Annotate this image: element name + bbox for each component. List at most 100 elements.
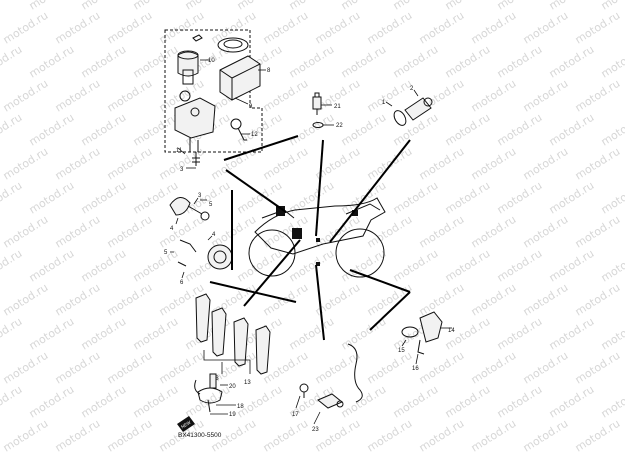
watermark-text: motod.ru: [417, 145, 467, 183]
spark-plug-assembly[interactable]: [194, 373, 236, 415]
watermark-text: motod.ru: [339, 43, 389, 81]
watermark-text: motod.ru: [417, 213, 467, 251]
watermark-text: motod.ru: [79, 111, 129, 149]
callout-3: 3: [180, 167, 184, 173]
watermark-text: motod.ru: [261, 9, 311, 47]
watermark-text: motod.ru: [495, 111, 545, 149]
watermark-text: motod.ru: [287, 43, 337, 81]
watermark-text: motod.ru: [1, 417, 51, 455]
oil-pressure-switch[interactable]: [385, 89, 433, 127]
watermark-text: motod.ru: [27, 383, 77, 421]
watermark-text: motod.ru: [1, 145, 51, 183]
watermark-text: motod.ru: [235, 383, 285, 421]
watermark-text: motod.ru: [79, 179, 129, 217]
watermark-text: motod.ru: [1, 281, 51, 319]
watermark-text: motod.ru: [79, 0, 129, 13]
callout-13b: 13: [244, 380, 251, 386]
watermark-text: motod.ru: [287, 179, 337, 217]
watermark-text: motod.ru: [53, 417, 103, 455]
watermark-text: motod.ru: [365, 349, 415, 387]
horn-upper[interactable]: [169, 197, 210, 225]
callout-10: 10: [208, 58, 215, 64]
speed-sensor-assembly[interactable]: [295, 343, 363, 425]
watermark-text: motod.ru: [27, 43, 77, 81]
watermark-text: motod.ru: [79, 383, 129, 421]
watermark-text: motod.ru: [547, 0, 597, 13]
watermark-text: motod.ru: [547, 111, 597, 149]
new-part-badge: NEW: [177, 416, 195, 432]
watermark-text: motod.ru: [105, 145, 155, 183]
watermark-text: motod.ru: [599, 43, 625, 81]
watermark-text: motod.ru: [105, 281, 155, 319]
watermark-text: motod.ru: [27, 247, 77, 285]
callout-16: 16: [412, 366, 419, 372]
watermark-text: motod.ru: [1, 349, 51, 387]
watermark-text: motod.ru: [157, 213, 207, 251]
watermark-text: motod.ru: [105, 213, 155, 251]
watermark-text: motod.ru: [79, 43, 129, 81]
temperature-sensor[interactable]: [312, 92, 332, 115]
watermark-text: motod.ru: [365, 213, 415, 251]
watermark-text: motod.ru: [599, 315, 625, 353]
watermark-text: motod.ru: [0, 247, 24, 285]
key[interactable]: [230, 118, 250, 141]
watermark-text: motod.ru: [521, 349, 571, 387]
gasket-washer[interactable]: [312, 122, 334, 128]
watermark-text: motod.ru: [365, 417, 415, 455]
watermark-text: motod.ru: [417, 417, 467, 455]
watermark-text: motod.ru: [443, 111, 493, 149]
callout-4b: 4: [212, 232, 216, 238]
ignition-coils[interactable]: [195, 293, 271, 375]
ignition-switch-assembly[interactable]: [164, 29, 266, 169]
watermark-text: motod.ru: [495, 43, 545, 81]
crank-position-sensor[interactable]: [401, 311, 452, 365]
watermark-text: motod.ru: [547, 247, 597, 285]
watermark-text: motod.ru: [391, 247, 441, 285]
watermark-text: motod.ru: [391, 383, 441, 421]
watermark-text: motod.ru: [0, 111, 24, 149]
callout-12: 12: [251, 132, 258, 138]
watermark-text: motod.ru: [157, 349, 207, 387]
watermark-text: motod.ru: [521, 417, 571, 455]
watermark-text: motod.ru: [105, 417, 155, 455]
callout-17: 17: [292, 412, 299, 418]
watermark-text: motod.ru: [521, 77, 571, 115]
watermark-text: motod.ru: [573, 349, 623, 387]
callout-22: 22: [336, 123, 343, 129]
callout-21: 21: [334, 104, 341, 110]
watermark-text: motod.ru: [157, 9, 207, 47]
watermark-text: motod.ru: [443, 383, 493, 421]
watermark-text: motod.ru: [469, 77, 519, 115]
watermark-text: motod.ru: [27, 0, 77, 13]
watermark-text: motod.ru: [131, 383, 181, 421]
watermark-text: motod.ru: [131, 179, 181, 217]
watermark-text: motod.ru: [131, 0, 181, 13]
watermark-text: motod.ru: [469, 145, 519, 183]
watermark-text: motod.ru: [79, 315, 129, 353]
watermark-text: motod.ru: [521, 213, 571, 251]
watermark-text: motod.ru: [417, 281, 467, 319]
watermark-text: motod.ru: [521, 9, 571, 47]
watermark-text: motod.ru: [495, 315, 545, 353]
watermark-text: motod.ru: [287, 247, 337, 285]
watermark-text: motod.ru: [469, 349, 519, 387]
watermark-text: motod.ru: [599, 179, 625, 217]
watermark-text: motod.ru: [391, 43, 441, 81]
watermark-text: motod.ru: [547, 179, 597, 217]
watermark-text: motod.ru: [521, 281, 571, 319]
watermark-text: motod.ru: [599, 111, 625, 149]
watermark-text: motod.ru: [365, 145, 415, 183]
callout-18: 18: [237, 404, 244, 410]
watermark-text: motod.ru: [287, 111, 337, 149]
watermark-text: motod.ru: [521, 145, 571, 183]
watermark-text: motod.ru: [105, 77, 155, 115]
horn-lower[interactable]: [170, 235, 233, 279]
watermark-text: motod.ru: [105, 349, 155, 387]
watermark-text: motod.ru: [495, 247, 545, 285]
watermark-text: motod.ru: [573, 281, 623, 319]
watermark-text: motod.ru: [0, 0, 24, 13]
watermark-text: motod.ru: [365, 281, 415, 319]
watermark-text: motod.ru: [417, 9, 467, 47]
watermark-text: motod.ru: [469, 9, 519, 47]
callout-23: 23: [312, 427, 319, 433]
